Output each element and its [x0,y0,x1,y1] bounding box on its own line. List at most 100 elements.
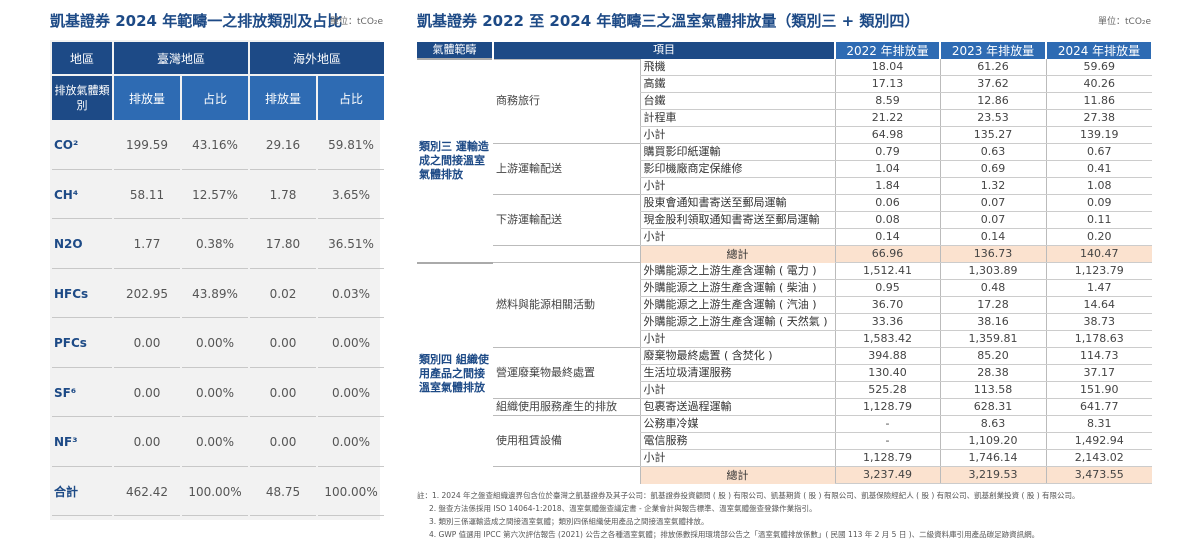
item-value: 0.09 [1045,194,1152,213]
scope3-table: 氣體範疇 項目 2022 年排放量 2023 年排放量 2024 年排放量 類別… [417,42,1153,485]
gas-value: 199.59 [114,122,180,170]
header-2024: 2024 年排放量 [1046,42,1153,59]
gas-value: 0.00 [250,320,317,368]
gas-value: 0.00 [114,320,180,368]
item-label: 股東會通知書寄送至郵局運輸 [639,194,835,213]
total-spacer [493,466,640,484]
total-value: 66.96 [834,245,940,264]
item-value: 0.95 [834,279,940,298]
gas-value: 59.81% [318,122,385,170]
gas-value: 0.00% [182,370,249,417]
item-value: 33.36 [834,313,940,332]
gas-value: 17.80 [250,221,317,269]
group-label: 使用租賃設備 [493,415,640,467]
gas-value: 202.95 [114,271,180,318]
item-value: 0.14 [834,228,940,247]
item-value: 23.53 [939,109,1046,128]
item-value: - [834,415,940,434]
header-2023: 2023 年排放量 [940,42,1047,59]
item-value: 85.20 [939,347,1046,366]
item-value: 11.86 [1045,92,1152,111]
header-taiwan: 臺灣地區 [114,42,249,74]
item-label: 小計 [639,449,835,468]
item-label: 電信服務 [639,432,835,451]
item-value: 0.41 [1045,160,1152,179]
item-label: 公務車冷媒 [639,415,835,434]
gas-value: 48.75 [250,469,317,516]
gas-value: 0.00% [182,419,249,467]
item-value: 130.40 [834,364,940,383]
gas-value: 0.00 [114,419,180,467]
item-value: 8.63 [939,415,1046,434]
item-label: 小計 [639,177,835,196]
gas-value: 0.00 [250,370,317,417]
item-value: 36.70 [834,296,940,315]
item-value: 0.20 [1045,228,1152,247]
item-label: 現金股利領取通知書寄送至郵局運輸 [639,211,835,230]
item-value: 1.47 [1045,279,1152,298]
item-value: 0.79 [834,143,940,162]
gas-name: N2O [52,221,112,269]
item-value: 8.59 [834,92,940,111]
note-4: 4. GWP 值選用 IPCC 第六次評估報告 (2021) 公告之各種溫室氣體… [429,530,1040,539]
gas-value: 0.00% [318,370,385,417]
group-label: 燃料與能源相關活動 [493,262,640,348]
item-value: 114.73 [1045,347,1152,366]
item-value: 1.08 [1045,177,1152,196]
item-value: 64.98 [834,126,940,145]
item-value: 1,583.42 [834,330,940,349]
item-value: 139.19 [1045,126,1152,145]
item-value: 0.69 [939,160,1046,179]
item-value: 0.07 [939,211,1046,230]
gas-name: CO² [52,122,112,170]
item-label: 台鐵 [639,92,835,111]
item-value: 17.13 [834,75,940,94]
header-scope: 氣體範疇 [417,42,494,59]
group-label: 上游運輸配送 [493,143,640,195]
scope3-row: 類別四 組織使用產品之間接溫室氣體排放燃料與能源相關活動外購能源之上游生產含運輸… [417,261,1152,484]
gas-value: 100.00% [318,469,385,516]
item-value: 37.17 [1045,364,1152,383]
item-value: 61.26 [939,59,1046,77]
total-value: 3,237.49 [834,466,940,485]
header-os-emission: 排放量 [250,76,317,120]
item-label: 生活垃圾清運服務 [639,364,835,383]
item-value: 1.84 [834,177,940,196]
gas-name: PFCs [52,320,112,368]
item-value: 0.48 [939,279,1046,298]
item-value: 641.77 [1045,398,1152,417]
item-label: 外購能源之上游生產含運輸 ( 天然氣 ) [639,313,835,332]
item-value: 1.32 [939,177,1046,196]
gas-name: HFCs [52,271,112,318]
item-value: 628.31 [939,398,1046,417]
item-value: - [834,432,940,451]
gas-value: 0.00 [250,419,317,467]
gas-value: 36.51% [318,221,385,269]
gas-name: NF³ [52,419,112,467]
item-label: 小計 [639,330,835,349]
item-label: 小計 [639,228,835,247]
item-label: 飛機 [639,59,835,77]
gas-value: 29.16 [250,122,317,170]
item-value: 0.08 [834,211,940,230]
item-value: 0.06 [834,194,940,213]
header-2022: 2022 年排放量 [835,42,941,59]
item-value: 1,303.89 [939,262,1046,281]
item-value: 113.58 [939,381,1046,400]
footnotes: 註：1. 2024 年之盤查組織邊界包含位於臺灣之凱基證券及其子公司：凱基證券投… [417,489,1197,541]
gas-value: 0.00% [318,419,385,467]
